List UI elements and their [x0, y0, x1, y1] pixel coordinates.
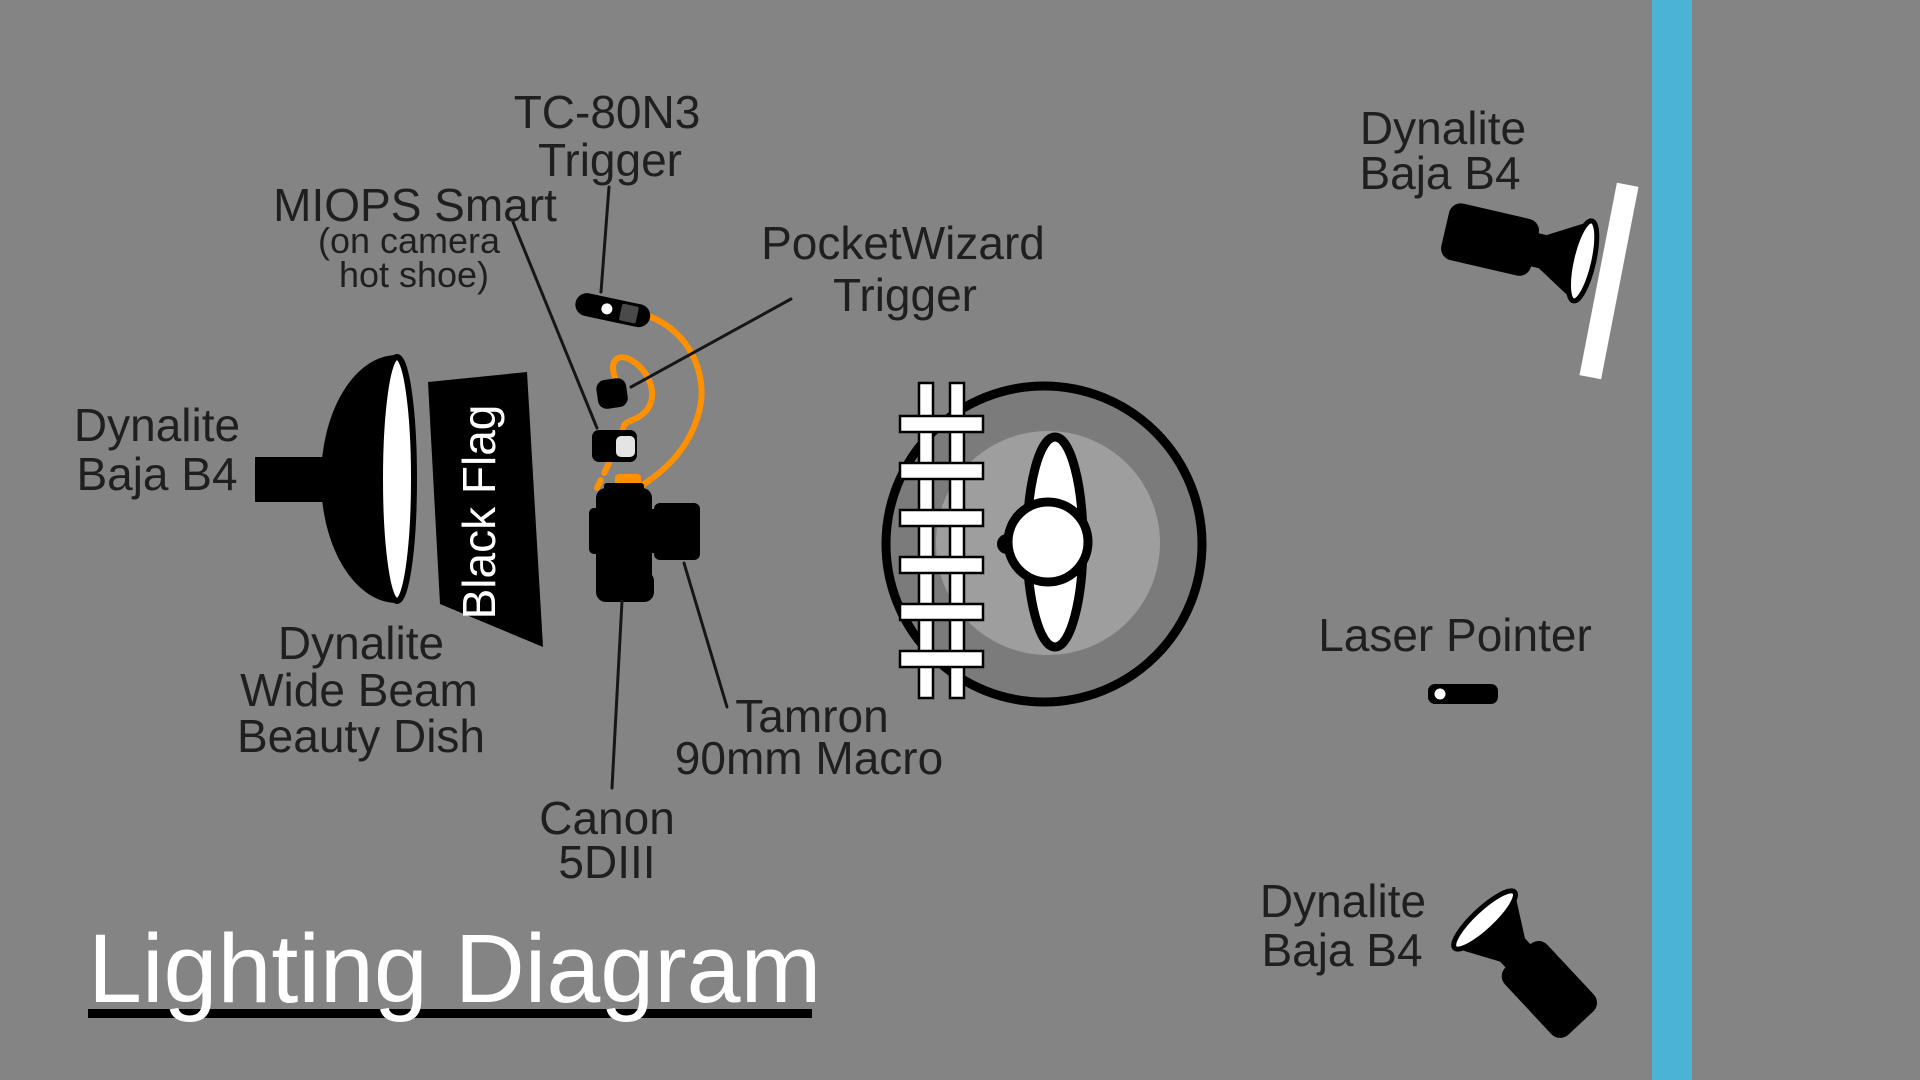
pocketwizard-label-line1: PocketWizard [761, 217, 1045, 269]
camera-grip [589, 508, 601, 554]
leader-miops [511, 220, 599, 430]
tc80n3-label-line1: TC-80N3 [514, 86, 701, 138]
beauty-dish-dome [321, 354, 399, 604]
camera-icon [589, 483, 700, 602]
trellis-icon [898, 381, 985, 700]
camera-label-line1: Canon [539, 792, 675, 844]
rim-light-top-label-line1: Dynalite [1360, 102, 1526, 154]
beauty-dish-label-line1: Dynalite [278, 617, 444, 669]
cable-tc80n3-to-camera [633, 312, 705, 492]
leader-tc80n3 [599, 185, 611, 294]
subject-head [1003, 497, 1093, 587]
trellis-rung [898, 649, 985, 669]
page-title: Lighting Diagram [88, 914, 821, 1023]
miops-label-line2: (on camera [318, 220, 501, 261]
accent-stripe [1652, 0, 1692, 1080]
tc80n3-screen [619, 303, 639, 324]
laser-button [1434, 688, 1446, 700]
camera-label-line2: 5DIII [558, 836, 655, 888]
tc80n3-button [601, 303, 613, 315]
trellis-rung [898, 414, 985, 434]
lens-label-line2: 90mm Macro [675, 732, 943, 784]
cable-pocketwizard-loop [610, 354, 656, 433]
battery-grip [603, 571, 654, 602]
key-light-label-line1: Dynalite [74, 399, 240, 451]
beauty-dish-label-line2: Wide Beam [240, 664, 478, 716]
tc80n3-label-line2: Trigger [538, 134, 682, 186]
miops-label-line1: MIOPS Smart [273, 179, 557, 231]
laser-pointer-label: Laser Pointer [1318, 609, 1592, 661]
lens-barrel [654, 503, 700, 560]
trellis-rung [898, 602, 985, 622]
miops-screen [616, 436, 635, 457]
leader-lines [511, 185, 793, 790]
cable-miops-dashed [594, 460, 612, 491]
black-flag-panel [428, 372, 543, 647]
trellis-rung [898, 461, 985, 481]
miops-smart-icon [592, 430, 637, 462]
rim-light-bottom-label-line1: Dynalite [1260, 875, 1426, 927]
rim-light-bottom-label-line2: Baja B4 [1261, 924, 1422, 976]
rim-light-top-label-line2: Baja B4 [1359, 147, 1520, 199]
leader-pocketwizard [629, 297, 793, 389]
lens-label-line1: Tamron [735, 690, 888, 742]
black-flag-icon: Black Flag [428, 372, 543, 647]
beauty-dish-face [377, 354, 417, 604]
key-light-label-line2: Baja B4 [76, 448, 237, 500]
miops-label-line3: hot shoe) [339, 254, 489, 295]
beauty-dish-label-line3: Beauty Dish [237, 710, 485, 762]
laser-body [1428, 684, 1498, 704]
trellis-rung [898, 508, 985, 528]
tc80n3-trigger-icon [575, 293, 651, 328]
title-underline [88, 1009, 812, 1018]
white-reflector-panel [1579, 182, 1639, 380]
beauty-dish-icon [255, 354, 417, 604]
labels-layer: TC-80N3 Trigger MIOPS Smart (on camera h… [74, 86, 1592, 976]
pocketwizard-label-line2: Trigger [833, 269, 977, 321]
leader-lens [682, 561, 729, 709]
leader-camera [610, 599, 624, 790]
trellis-rung [898, 555, 985, 575]
beauty-dish-stem [255, 457, 330, 502]
laser-pointer-icon [1428, 684, 1498, 704]
pocketwizard-trigger-icon [596, 378, 628, 409]
black-flag-label: Black Flag [453, 405, 505, 620]
